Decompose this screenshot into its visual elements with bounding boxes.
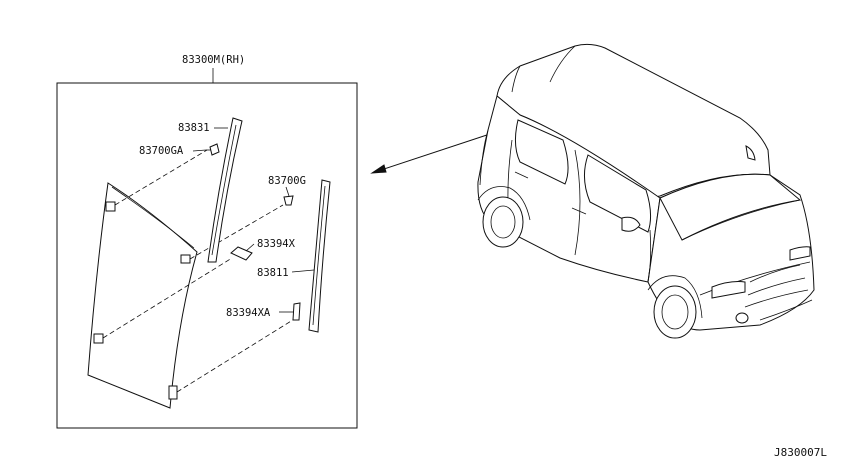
pad-83394x [230,246,253,261]
sash-strip [308,179,331,333]
clip-83700g [283,195,294,206]
callout-83700g: 83700G [268,175,306,187]
glass-clip-mid [180,254,191,264]
alignment-lines [102,149,297,393]
assembly-frame [56,82,358,429]
fog-light [735,312,749,324]
pad-83394xa [292,302,301,321]
glass-clip-bottom [168,385,178,400]
leader-83811 [291,269,315,273]
rear-side-window [514,119,569,185]
assembly-label: 83300M(RH) [182,54,245,66]
vehicle-illustration [477,43,815,339]
front-side-window [584,154,652,233]
glass-clip-left [93,333,104,344]
headlight-right [789,246,811,261]
callout-83811: 83811 [257,267,289,279]
callout-83700ga: 83700GA [139,145,184,157]
leader-83700g [285,186,290,197]
diagram-code: J830007L [774,446,827,459]
quarter-glass [87,182,198,409]
callout-83394xa: 83394XA [226,307,271,319]
clip-83700ga [206,143,220,156]
location-arrow [370,129,503,174]
front-wheel [647,275,703,339]
leader-83394x [245,243,255,252]
callout-83394x: 83394X [257,238,296,250]
leader-83700ga [192,149,207,152]
headlight-left [711,281,746,299]
glass-clip-top [105,201,116,212]
rear-wheel [477,186,531,248]
callout-83831: 83831 [178,122,210,134]
pillar-moulding [207,117,243,263]
